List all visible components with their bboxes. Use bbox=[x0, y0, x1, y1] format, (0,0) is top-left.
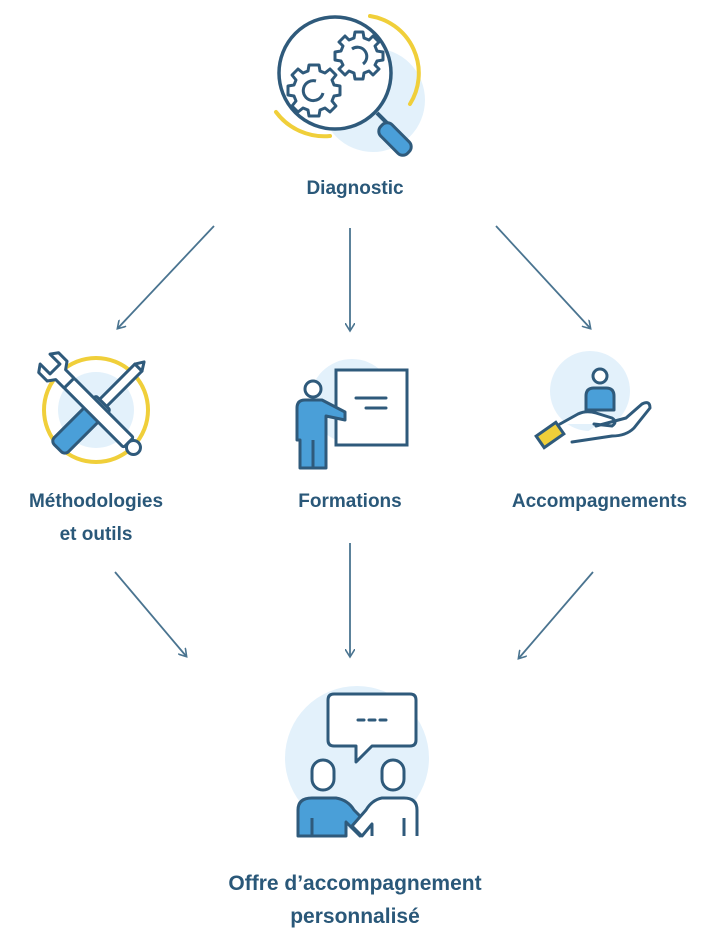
presenter-board-icon bbox=[295, 359, 409, 470]
arrow-accompagnements-to-offre bbox=[519, 571, 594, 658]
wrench-screwdriver-icon bbox=[37, 351, 150, 464]
node-label-methodologies-line2: et outils bbox=[59, 524, 133, 545]
arrow-methodologies-to-offre bbox=[114, 571, 186, 656]
node-label-offre-line2: personnalisé bbox=[290, 905, 420, 928]
node-label-methodologies: Méthodologies et outils bbox=[0, 485, 192, 551]
magnifier-gears-icon bbox=[274, 14, 425, 157]
node-label-offre-line1: Offre d’accompagnement bbox=[228, 872, 482, 895]
hand-person-icon bbox=[534, 351, 652, 450]
arrow-diagnostic-to-accompagnements bbox=[495, 225, 590, 328]
node-label-diagnostic: Diagnostic bbox=[306, 178, 404, 199]
node-label-methodologies-line1: Méthodologies bbox=[28, 491, 164, 512]
node-label-accompagnements: Accompagnements bbox=[511, 491, 688, 512]
conversation-people-icon bbox=[285, 686, 429, 838]
arrow-diagnostic-to-methodologies bbox=[118, 225, 215, 328]
arrows bbox=[114, 225, 594, 658]
node-label-offre: Offre d’accompagnement personnalisé bbox=[150, 867, 560, 933]
node-label-formations: Formations bbox=[298, 491, 402, 512]
